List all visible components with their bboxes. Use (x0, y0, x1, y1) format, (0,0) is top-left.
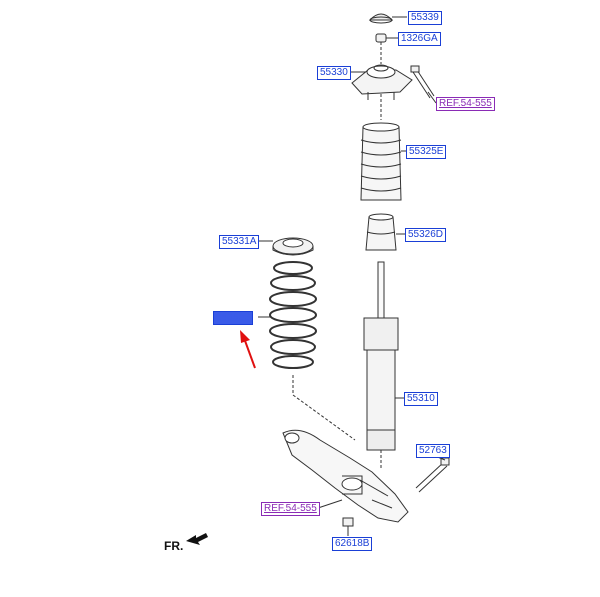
dust-cover-part[interactable] (360, 122, 402, 201)
part-label-55339[interactable]: 55339 (408, 11, 442, 25)
mount-bolt-part[interactable] (410, 65, 435, 99)
part-label-55350s-selected[interactable]: 55350S (213, 311, 254, 325)
shock-absorber-part[interactable] (363, 261, 399, 451)
pointer-arrow (240, 330, 256, 369)
bump-stopper-part[interactable] (365, 213, 397, 251)
part-label-52763[interactable]: 52763 (416, 444, 450, 458)
part-label-55330[interactable]: 55330 (317, 66, 351, 80)
lower-nut-part[interactable] (342, 517, 354, 527)
ref-link-upper[interactable]: REF.54-555 (436, 97, 495, 111)
coil-spring-part[interactable] (269, 261, 317, 369)
spring-seat-part[interactable] (272, 237, 314, 256)
lower-arm-part[interactable] (282, 429, 409, 523)
part-label-1326ga[interactable]: 1326GA (398, 32, 441, 46)
part-label-55326d[interactable]: 55326D (405, 228, 447, 242)
part-label-55310[interactable]: 55310 (404, 392, 438, 406)
nut-part[interactable] (375, 33, 387, 43)
part-label-55331a[interactable]: 55331A (219, 235, 260, 249)
lower-bolt-part[interactable] (415, 457, 450, 493)
part-label-62618b[interactable]: 62618B (332, 537, 373, 551)
forward-direction-icon (186, 533, 208, 545)
dust-cap-part[interactable] (368, 13, 394, 24)
strut-mount-part[interactable] (351, 64, 413, 100)
front-direction-label: FR. (164, 539, 184, 553)
ref-link-lower[interactable]: REF.54-555 (261, 502, 320, 516)
part-label-55325e[interactable]: 55325E (406, 145, 447, 159)
